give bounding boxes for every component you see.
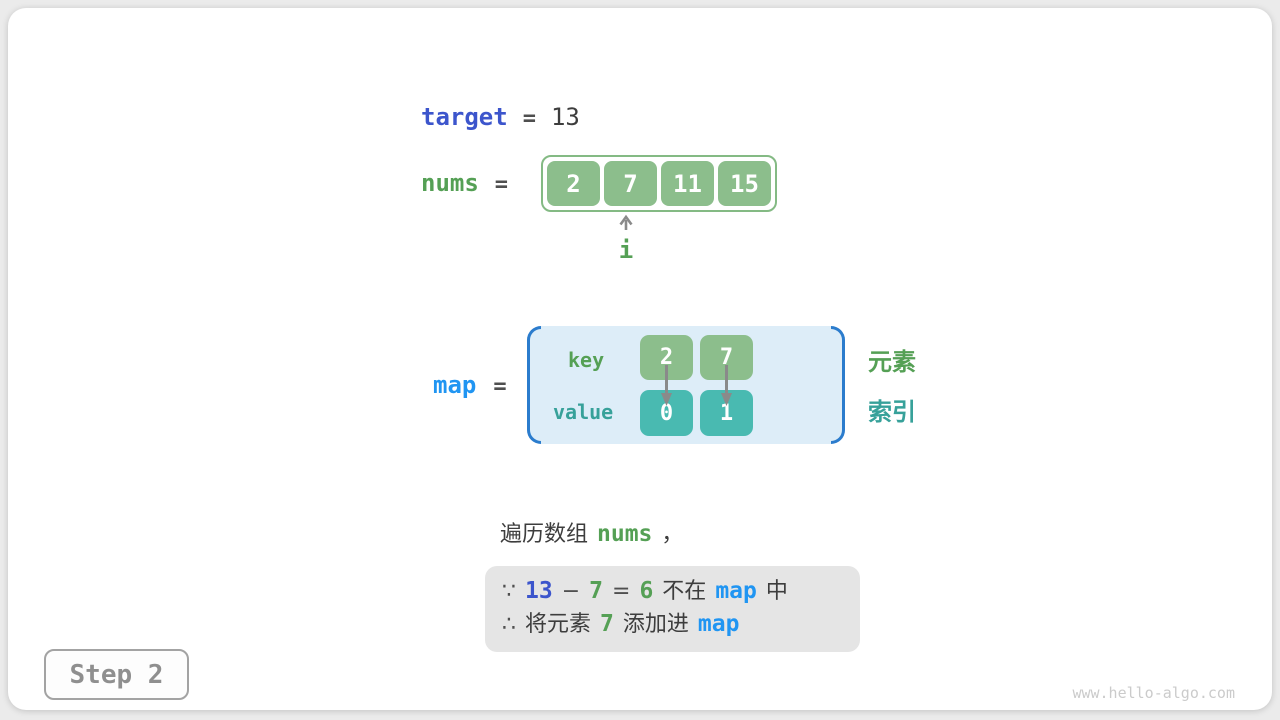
array-cell: 2 (547, 161, 600, 206)
left-bracket (527, 326, 541, 444)
explanation-box: ∵ 13 − 7 = 6 不在 map 中 ∴ 将元素 7 添加进 map (485, 566, 860, 652)
array-cell: 15 (718, 161, 771, 206)
element-value-code: 7 (600, 611, 614, 637)
note-text: 添加进 (622, 612, 689, 637)
equals-sign: = (612, 579, 631, 604)
note-text: 中 (765, 579, 788, 604)
caption-suffix: ， (661, 522, 684, 547)
map-name-code: map (697, 611, 740, 637)
index-pointer-label: i (618, 236, 634, 264)
nums-array: 2 7 11 15 (541, 155, 777, 212)
equals-sign: = (522, 106, 536, 131)
note-text: 将元素 (525, 612, 592, 637)
target-value: 13 (550, 103, 580, 131)
map-value-cell: 1 (700, 390, 753, 436)
right-bracket (831, 326, 845, 444)
key-row-label: key (568, 348, 605, 372)
key-annotation: 元素 (868, 348, 916, 376)
array-cell: 11 (661, 161, 714, 206)
because-symbol: ∵ (502, 579, 516, 604)
therefore-symbol: ∴ (502, 612, 516, 637)
value-annotation: 索引 (868, 398, 916, 426)
minus-sign: − (561, 579, 581, 604)
target-value-code: 13 (525, 578, 553, 604)
key-to-value-arrow-icon (721, 365, 732, 406)
map-container: key value 2 7 0 1 (527, 326, 845, 444)
index-pointer-arrow-icon (619, 214, 633, 230)
step-label: Step 2 (69, 659, 164, 690)
target-variable: target (421, 103, 508, 131)
site-watermark: www.hello-algo.com (1072, 684, 1235, 702)
caption-nums-code: nums (597, 521, 653, 547)
diagram-card: target = 13 nums = 2 7 11 15 i map = (8, 8, 1272, 710)
array-cell: 7 (604, 161, 657, 206)
key-to-value-arrow-icon (661, 365, 672, 406)
caption-prefix: 遍历数组 (500, 522, 589, 547)
nums-variable: nums (421, 169, 479, 197)
element-value-code: 7 (589, 578, 603, 604)
because-line: ∵ 13 − 7 = 6 不在 map 中 (502, 575, 860, 608)
step-badge: Step 2 (44, 649, 189, 700)
nums-label-line: nums = (421, 169, 508, 199)
map-value-cell: 0 (640, 390, 693, 436)
map-name-code: map (715, 578, 757, 604)
caption-line: 遍历数组 nums ， (500, 520, 683, 549)
therefore-line: ∴ 将元素 7 添加进 map (502, 608, 860, 641)
equals-sign: = (493, 374, 507, 399)
target-line: target = 13 (421, 103, 580, 133)
map-label-line: map = (433, 371, 507, 401)
value-row-label: value (553, 400, 614, 424)
note-text: 不在 (662, 579, 707, 604)
difference-value-code: 6 (639, 578, 654, 604)
equals-sign: = (494, 172, 509, 197)
map-variable: map (433, 371, 477, 399)
